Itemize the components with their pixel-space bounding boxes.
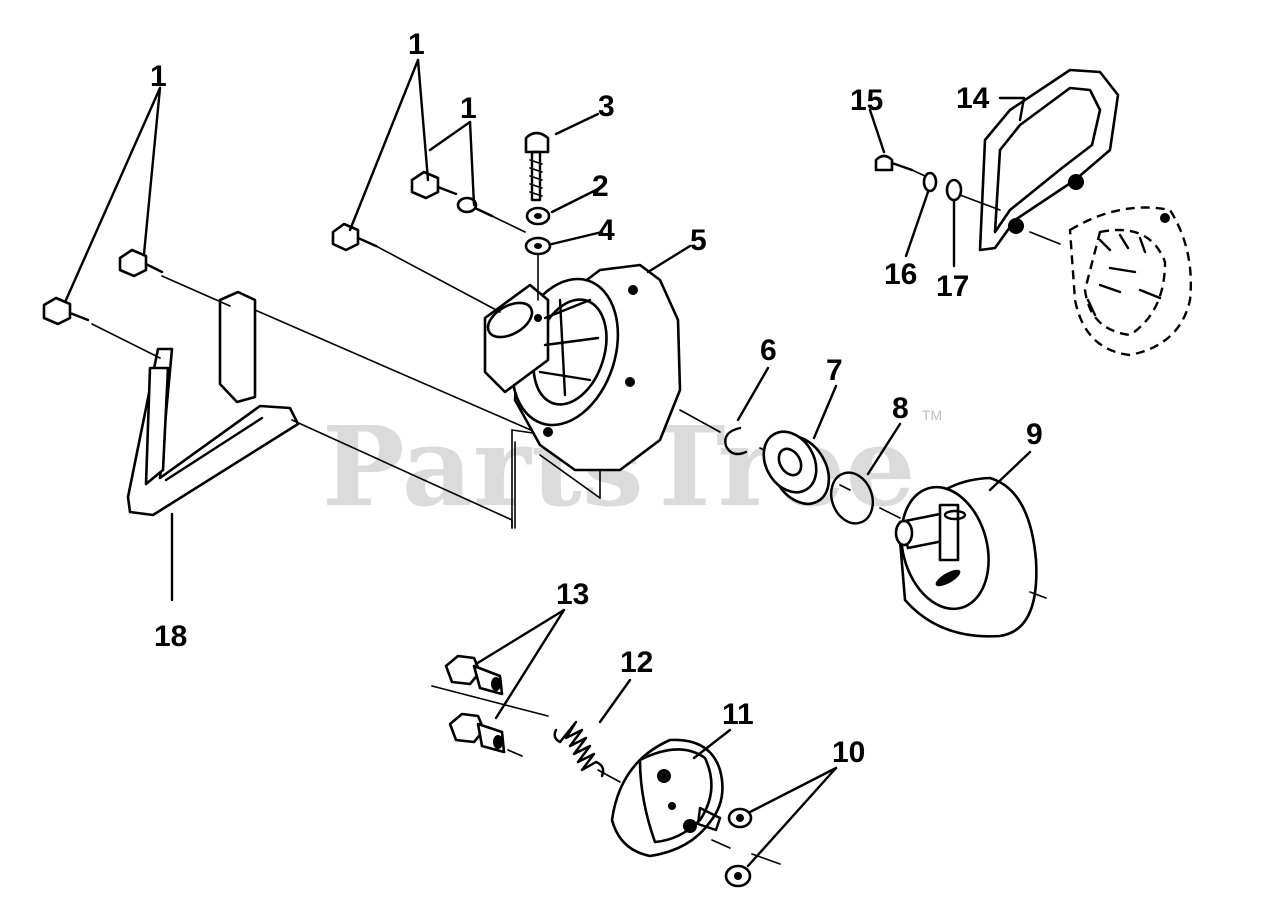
part-9-clutch-drum bbox=[894, 476, 1047, 638]
bolt-center-upper bbox=[410, 170, 458, 200]
screw-left-top bbox=[118, 248, 231, 307]
bolt-center-long bbox=[331, 222, 501, 313]
callout-8: 8 bbox=[892, 392, 909, 425]
shoe-axis-line bbox=[711, 839, 781, 865]
part-8-retaining-ring bbox=[830, 471, 874, 525]
callout-14: 14 bbox=[956, 82, 990, 115]
callout-16: 16 bbox=[884, 258, 917, 291]
guard-axis-line bbox=[911, 169, 1061, 245]
callout-10: 10 bbox=[832, 736, 865, 769]
callout-9: 9 bbox=[1026, 418, 1043, 451]
part-10-washer-upper bbox=[727, 807, 753, 829]
part-18-bracket bbox=[126, 290, 300, 517]
part-13-bolt-lower bbox=[448, 712, 523, 757]
callout-1-mid: 1 bbox=[460, 92, 477, 125]
mounting-plate-outline bbox=[254, 309, 601, 529]
callout-1-left: 1 bbox=[150, 60, 167, 93]
part-3-screw bbox=[524, 131, 550, 202]
callout-labels: 1 1 1 3 2 4 5 6 7 8 9 10 11 12 13 14 15 … bbox=[150, 28, 1043, 769]
part-10-washer-lower bbox=[724, 864, 752, 888]
callout-18: 18 bbox=[154, 620, 187, 653]
callout-2: 2 bbox=[592, 170, 609, 203]
callout-5: 5 bbox=[690, 224, 707, 257]
callout-3: 3 bbox=[598, 90, 615, 123]
part-2-washer bbox=[525, 206, 551, 226]
part-11-clutch-shoe bbox=[610, 738, 724, 858]
part-17-washer bbox=[945, 178, 963, 202]
part-6-snap-ring bbox=[724, 426, 748, 456]
part-7-bearing bbox=[762, 430, 831, 506]
part-15-screw bbox=[874, 154, 914, 172]
part-4-washer bbox=[524, 236, 552, 301]
callout-1-top: 1 bbox=[408, 28, 425, 61]
part-14-wire-guard bbox=[978, 68, 1120, 252]
callout-4: 4 bbox=[598, 214, 615, 247]
callout-15: 15 bbox=[850, 84, 883, 117]
phantom-engine-outline bbox=[1068, 206, 1192, 357]
leader-lines bbox=[64, 58, 1032, 868]
trademark-mark: TM bbox=[922, 407, 942, 423]
callout-13: 13 bbox=[556, 578, 589, 611]
screw-left-bottom bbox=[42, 296, 161, 359]
part-13-bolt-upper bbox=[431, 654, 549, 717]
callout-7: 7 bbox=[826, 354, 843, 387]
callout-12: 12 bbox=[620, 646, 653, 679]
callout-17: 17 bbox=[936, 270, 969, 303]
bolt-center-small bbox=[456, 196, 526, 233]
callout-11: 11 bbox=[722, 698, 754, 731]
callout-6: 6 bbox=[760, 334, 777, 367]
part-16-washer bbox=[922, 171, 938, 193]
part-12-spring bbox=[553, 720, 621, 783]
